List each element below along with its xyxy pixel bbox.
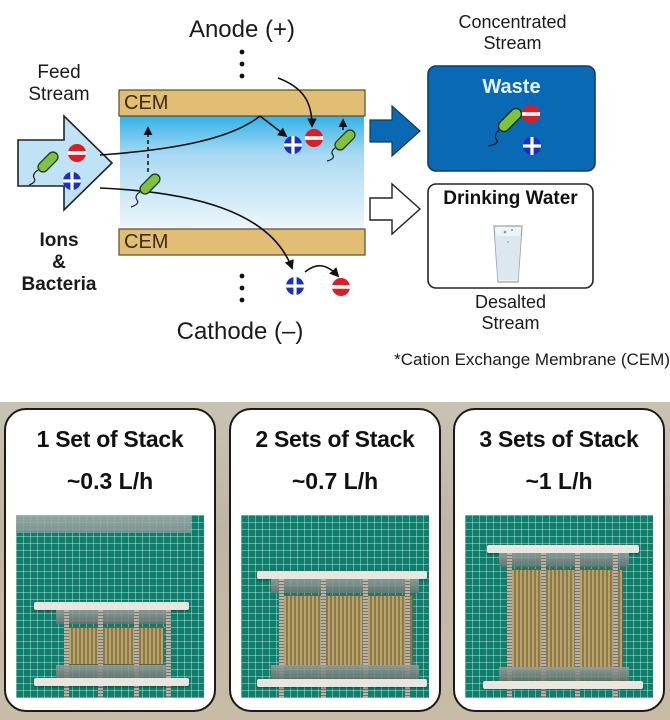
membrane-top-label: CEM — [124, 92, 169, 114]
cem-footnote: *Cation Exchange Membrane (CEM) — [394, 350, 670, 369]
bacteria-icon — [139, 173, 161, 195]
membrane-bottom — [118, 228, 366, 256]
anion-icon — [522, 105, 540, 123]
ampersand-label: & — [52, 251, 66, 273]
cation-icon — [523, 137, 541, 155]
anion-path-anode — [277, 77, 317, 128]
water-glass-icon — [493, 225, 523, 283]
bacteria-label: Bacteria — [21, 273, 97, 295]
bacteria-icon — [37, 151, 59, 173]
feed-contents-label: Ions & Bacteria — [0, 230, 118, 296]
cation-icon — [286, 277, 304, 295]
flow-path-top — [99, 115, 261, 156]
cathode-dots — [239, 273, 245, 303]
flow-rate: ~1 L/h — [525, 468, 593, 494]
stack-panel-2: 2 Sets of Stack ~0.7 L/h — [229, 408, 441, 712]
stack-panel-3: 3 Sets of Stack ~1 L/h — [453, 408, 665, 712]
concentrate-arrow — [369, 104, 421, 158]
membrane-top — [118, 89, 366, 117]
anion-icon — [68, 144, 86, 162]
waste-box-title: Waste — [482, 76, 541, 98]
desalted-arrow — [369, 182, 422, 236]
cathode-label: Cathode (–) — [176, 318, 304, 345]
feed-label-line2: Stream — [28, 83, 90, 105]
stack-photo — [241, 515, 429, 698]
panel-title: 3 Sets of Stack — [479, 426, 639, 452]
panel-title: 2 Sets of Stack — [255, 426, 415, 452]
flow-rate: ~0.3 L/h — [66, 468, 154, 494]
anion-path-cathode — [304, 264, 340, 278]
bacteria-flagellum — [487, 129, 500, 147]
flow-rate: ~0.7 L/h — [291, 468, 379, 494]
ed-process-diagram — [17, 49, 596, 303]
bacteria-flagellum — [326, 147, 336, 162]
cation-icon — [284, 136, 302, 154]
flow-path-bottom — [99, 187, 294, 270]
ions-label: Ions — [39, 230, 79, 251]
cation-path-top — [259, 115, 288, 138]
stack-photo — [16, 515, 204, 698]
bacteria-icon — [334, 129, 356, 151]
bacteria-flagellum — [28, 169, 39, 186]
desalted-line1: Desalted — [474, 292, 547, 312]
feed-label-line1: Feed — [37, 62, 81, 83]
cation-icon — [63, 172, 81, 190]
stack-photo — [465, 515, 653, 698]
bacteria-flagellum — [130, 191, 141, 208]
bacteria-icon — [497, 107, 523, 133]
anion-icon — [332, 278, 350, 296]
drinking-water-title: Drinking Water — [443, 188, 578, 209]
panel-title: 1 Set of Stack — [36, 426, 184, 452]
concentrated-line2: Stream — [483, 32, 542, 53]
desalted-line2: Stream — [481, 312, 540, 333]
concentrated-line1: Concentrated — [458, 12, 567, 32]
desalted-stream-label: Desalted Stream — [428, 292, 593, 333]
flow-channel — [120, 114, 364, 230]
anode-dots — [239, 49, 245, 79]
anode-label: Anode (+) — [188, 16, 296, 43]
anion-icon — [305, 129, 323, 147]
feed-arrow — [17, 114, 114, 212]
membrane-bottom-label: CEM — [124, 231, 169, 253]
feed-stream-label: Feed Stream — [0, 62, 118, 106]
stack-panel-1: 1 Set of Stack ~0.3 L/h — [4, 408, 216, 712]
concentrated-stream-label: Concentrated Stream — [430, 12, 595, 53]
